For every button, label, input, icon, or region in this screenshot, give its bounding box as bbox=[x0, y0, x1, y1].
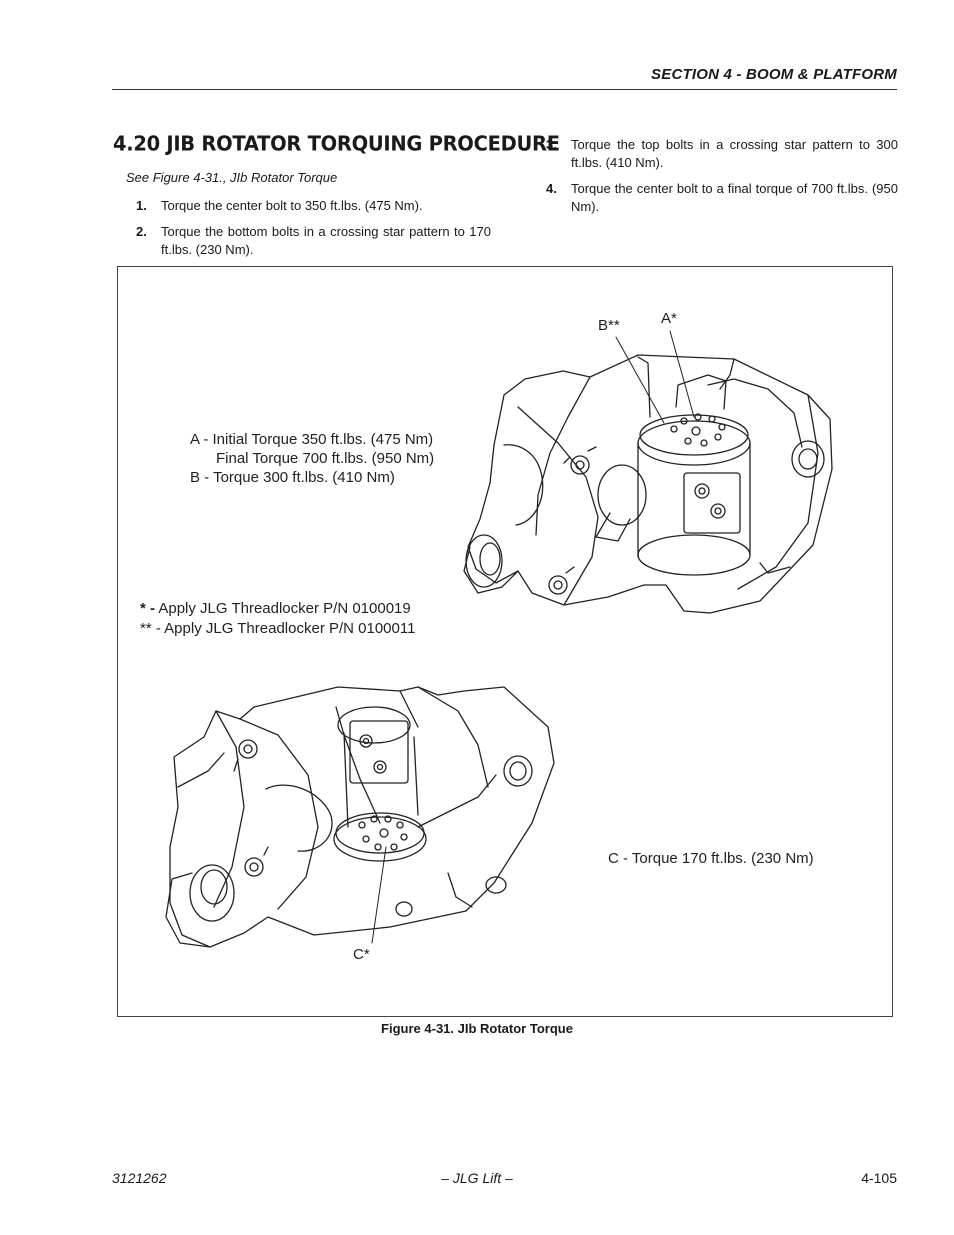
step-number: 1. bbox=[136, 198, 147, 213]
leader-line-b bbox=[615, 336, 665, 424]
figure-reference: See Figure 4-31., JIb Rotator Torque bbox=[126, 170, 338, 185]
step-text: Torque the top bolts in a crossing star … bbox=[571, 137, 898, 170]
step-2: 2. Torque the bottom bolts in a crossing… bbox=[136, 223, 496, 259]
step-3: 3. Torque the top bolts in a crossing st… bbox=[546, 136, 898, 172]
section-title: 4.20 JIB ROTATOR TORQUING PROCEDURE bbox=[113, 131, 560, 156]
threadlocker-note-2: ** - Apply JLG Threadlocker P/N 0100011 bbox=[140, 620, 416, 637]
jib-rotator-illustration bbox=[165, 330, 833, 948]
footer-publisher: – JLG Lift – bbox=[441, 1170, 513, 1186]
note1-marker: * - bbox=[140, 600, 155, 617]
leader-line-a bbox=[669, 330, 695, 418]
legend-c-line: C - Torque 170 ft.lbs. (230 Nm) bbox=[608, 850, 814, 867]
figure-frame: A - Initial Torque 350 ft.lbs. (475 Nm) … bbox=[117, 266, 893, 1017]
header-rule bbox=[112, 89, 897, 90]
threadlocker-note-1: * - Apply JLG Threadlocker P/N 0100019 bbox=[140, 600, 411, 617]
step-1: 1. Torque the center bolt to 350 ft.lbs.… bbox=[136, 197, 496, 215]
footer-page-number: 4-105 bbox=[861, 1170, 897, 1186]
callout-b: B** bbox=[598, 317, 620, 334]
step-4: 4. Torque the center bolt to a final tor… bbox=[546, 180, 898, 216]
section-header: SECTION 4 - BOOM & PLATFORM bbox=[651, 66, 897, 83]
legend-a-line2: Final Torque 700 ft.lbs. (950 Nm) bbox=[216, 450, 435, 467]
note1-text: Apply JLG Threadlocker P/N 0100019 bbox=[158, 600, 411, 617]
lower-rotator-drawing bbox=[165, 686, 555, 948]
legend-a-line1: A - Initial Torque 350 ft.lbs. (475 Nm) bbox=[190, 431, 434, 448]
step-number: 4. bbox=[546, 181, 557, 196]
callout-a: A* bbox=[661, 310, 677, 327]
step-number: 3. bbox=[546, 137, 557, 152]
step-text: Torque the center bolt to a final torque… bbox=[571, 181, 898, 214]
legend-b-line: B - Torque 300 ft.lbs. (410 Nm) bbox=[190, 469, 395, 486]
footer-doc-number: 3121262 bbox=[112, 1170, 167, 1186]
figure-caption: Figure 4-31. JIb Rotator Torque bbox=[381, 1021, 573, 1036]
step-text: Torque the center bolt to 350 ft.lbs. (4… bbox=[161, 198, 423, 213]
upper-rotator-drawing bbox=[463, 354, 833, 614]
callout-c: C* bbox=[353, 946, 370, 963]
step-number: 2. bbox=[136, 224, 147, 239]
leader-line-c bbox=[371, 846, 387, 944]
step-text: Torque the bottom bolts in a crossing st… bbox=[161, 224, 491, 257]
